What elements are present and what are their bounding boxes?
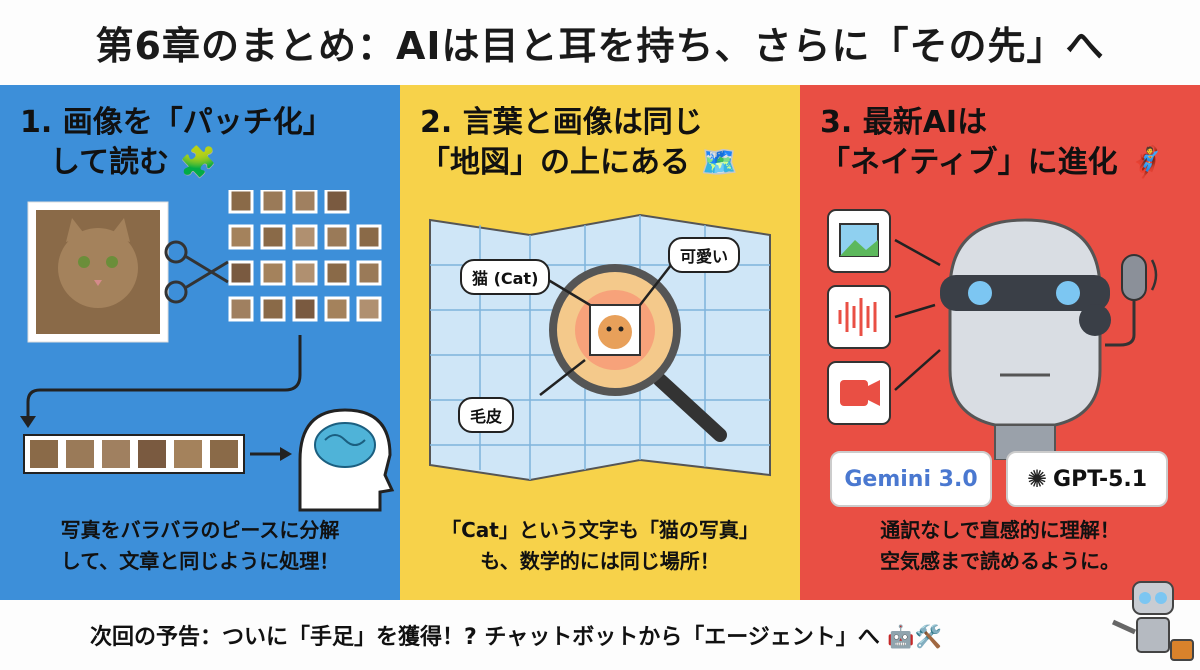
panel-title-line1: 3. 最新AIは: [820, 105, 988, 140]
panel-title: 1. 画像を「パッチ化」 して読む 🧩: [20, 103, 390, 183]
panel-title: 2. 言葉と画像は同じ 「地図」の上にある 🗺️: [420, 103, 790, 183]
patch-grid: [228, 190, 382, 322]
patch-illustration: [20, 190, 395, 512]
caption-line1: 通訳なしで直感的に理解！: [880, 518, 1120, 542]
footer: 次回の予告：ついに「手足」を獲得！? チャットボットから「エージェント」へ 🤖🛠…: [0, 600, 1200, 670]
caption-line1: 写真をバラバラのピースに分解: [60, 518, 340, 542]
robot-mascot-icon: [1111, 581, 1194, 661]
label-cute: 可愛い: [668, 237, 741, 273]
panel-title: 3. 最新AIは 「ネイティブ」に進化 🦸: [820, 103, 1190, 183]
panel-native: 3. 最新AIは 「ネイティブ」に進化 🦸: [800, 85, 1200, 600]
panel-title-line2: 「地図」の上にある: [420, 145, 690, 180]
panel-title-line1: 2. 言葉と画像は同じ: [420, 105, 703, 140]
brain-icon: [298, 408, 395, 512]
map-illustration: [429, 213, 771, 482]
caption-line2: 空気感まで読めるように。: [880, 549, 1120, 573]
video-icon: [827, 361, 891, 425]
panel-title-line2: 「ネイティブ」に進化: [820, 145, 1118, 180]
caption-line1: 「Cat」という文字も「猫の写真」: [441, 518, 759, 542]
panel-map: 2. 言葉と画像は同じ 「地図」の上にある 🗺️: [400, 85, 800, 600]
caption-line2: も、数学的には同じ場所！: [480, 549, 720, 573]
page-title: 第6章のまとめ：AIは目と耳を持ち、さらに「その先」へ: [95, 24, 1105, 68]
panel-patch: 1. 画像を「パッチ化」 して読む 🧩: [0, 85, 400, 600]
next-preview: 次回の予告：ついに「手足」を獲得！? チャットボットから「エージェント」へ 🤖🛠…: [90, 625, 943, 650]
panel-caption: 写真をバラバラのピースに分解 して、文章と同じように処理！: [0, 515, 400, 577]
microphone-icon: [1105, 254, 1158, 347]
hero-icon: 🦸: [1128, 145, 1166, 180]
panel-caption: 「Cat」という文字も「猫の写真」 も、数学的には同じ場所！: [400, 515, 800, 577]
scissors-icon: [164, 240, 229, 304]
robot-head-icon: [940, 218, 1111, 460]
panel-title-line1: 1. 画像を「パッチ化」: [20, 105, 333, 140]
gemini-badge: Gemini 3.0: [830, 451, 992, 507]
header: 第6章のまとめ：AIは目と耳を持ち、さらに「その先」へ: [0, 0, 1200, 85]
gemini-label: Gemini 3.0: [844, 466, 978, 492]
robot-illustration: [827, 209, 1158, 460]
caption-line2: して、文章と同じように処理！: [60, 549, 340, 573]
gpt-badge: ✺ GPT-5.1: [1006, 451, 1168, 507]
puzzle-icon: 🧩: [179, 145, 217, 180]
label-fur: 毛皮: [458, 397, 515, 433]
gpt-label: GPT-5.1: [1053, 466, 1148, 492]
label-cat: 猫 (Cat): [460, 259, 551, 295]
panel-title-line2: して読む: [50, 145, 170, 180]
panel-caption: 通訳なしで直感的に理解！ 空気感まで読めるように。: [800, 515, 1200, 577]
openai-icon: ✺: [1026, 465, 1048, 493]
patch-sequence: [23, 434, 245, 474]
audio-icon: [827, 285, 891, 349]
flow-arrow: [26, 335, 302, 418]
map-icon: 🗺️: [700, 145, 738, 180]
image-icon: [827, 209, 891, 273]
